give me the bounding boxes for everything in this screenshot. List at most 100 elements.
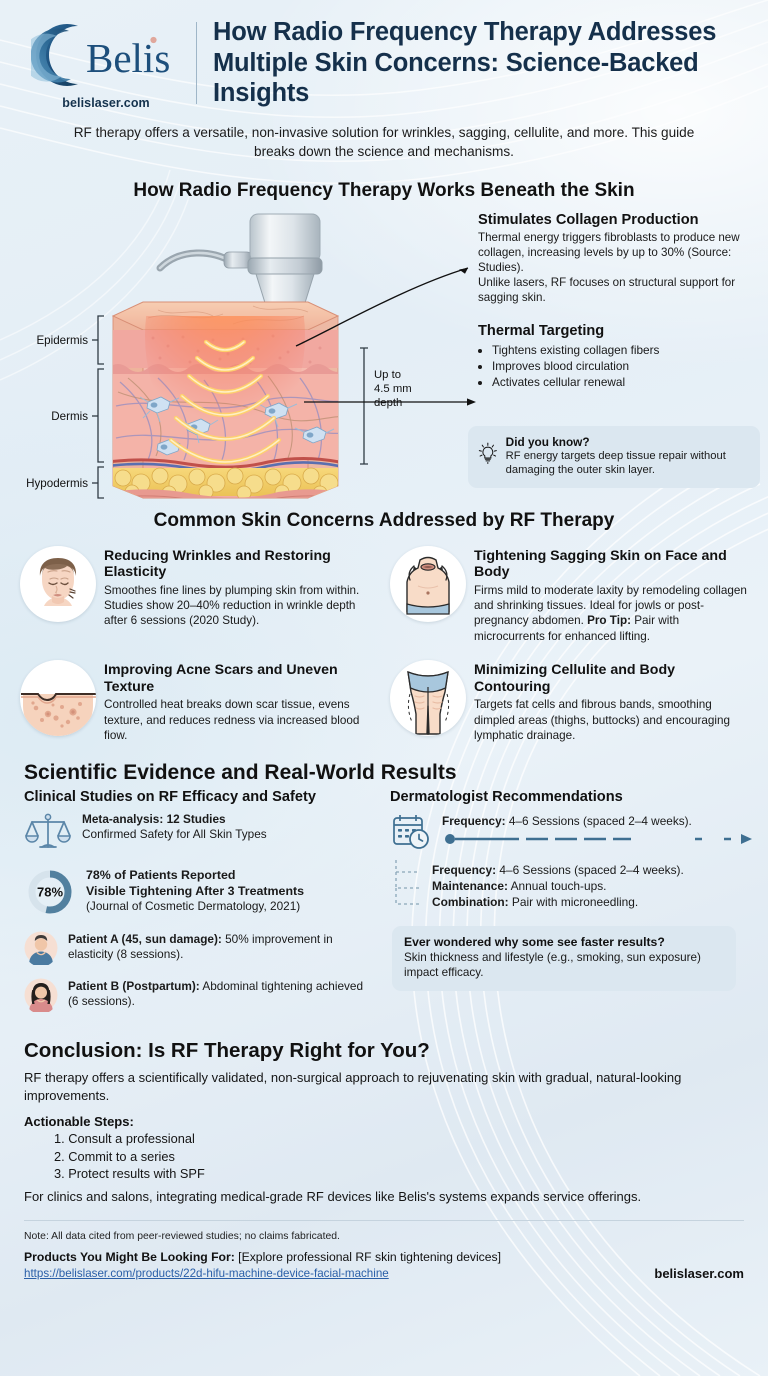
recommendation-item: Combination: Pair with microneedling. xyxy=(432,894,684,910)
footer-divider xyxy=(24,1220,744,1222)
layer-label-epidermis: Epidermis xyxy=(36,334,88,347)
clinical-studies-column: Clinical Studies on RF Efficacy and Safe… xyxy=(24,789,374,1025)
study-bold-line-2: Visible Tightening After 3 Treatments xyxy=(86,884,305,899)
callout-collagen: Stimulates Collagen Production Thermal e… xyxy=(478,212,760,305)
study-bold-label: Meta-analysis: 12 Studies xyxy=(82,811,226,826)
product-link[interactable]: https://belislaser.com/products/22d-hifu… xyxy=(24,1267,389,1281)
recommendation-item: Maintenance: Annual touch-ups. xyxy=(432,878,684,894)
recommendation-label: Combination: xyxy=(432,895,509,910)
did-you-know-callout: Did you know? RF energy targets deep tis… xyxy=(468,425,760,488)
conclusion-section: Conclusion: Is RF Therapy Right for You?… xyxy=(0,1025,768,1206)
ever-wondered-title: Ever wondered why some see faster result… xyxy=(404,934,665,949)
mechanism-heading: How Radio Frequency Therapy Works Beneat… xyxy=(133,179,635,201)
conclusion-closing: For clinics and salons, integrating medi… xyxy=(24,1189,642,1205)
study-text: Confirmed Safety for All Skin Types xyxy=(82,827,267,842)
concern-body: Controlled heat breaks down scar tissue,… xyxy=(104,698,360,742)
concern-title: Improving Acne Scars and Uneven Texture xyxy=(104,661,338,695)
brand-logo[interactable]: Belis belislaser.com xyxy=(22,16,190,110)
products-label: Products You Might Be Looking For: xyxy=(24,1250,235,1265)
concerns-grid: Reducing Wrinkles and Restoring Elastici… xyxy=(0,534,768,753)
list-item: Improves blood circulation xyxy=(492,358,760,374)
dermatologist-recommendations-column: Dermatologist Recommendations xyxy=(390,788,752,1025)
avatar-male-icon xyxy=(24,931,58,970)
lightbulb-icon xyxy=(478,442,497,464)
acne-scar-skin-icon xyxy=(20,659,96,736)
layer-label-hypodermis: Hypodermis xyxy=(26,477,88,490)
recommendation-text: Annual touch-ups. xyxy=(507,879,607,894)
study-row-patient-a: Patient A (45, sun damage): 50% improvem… xyxy=(24,931,374,970)
concern-card-cellulite: Minimizing Cellulite and Body Contouring… xyxy=(386,654,752,753)
step-item: 3. Protect results with SPF xyxy=(54,1166,205,1182)
concern-card-sagging: Tightening Sagging Skin on Face and Body… xyxy=(386,540,752,654)
recommendation-label: Maintenance: xyxy=(432,879,508,894)
concern-body: Firms mild to moderate laxity by remodel… xyxy=(474,583,750,644)
concern-body: Targets fat cells and fibrous bands, smo… xyxy=(474,698,730,742)
mechanism-section: Epidermis Dermis Hypodermis Up to 4.5 mm… xyxy=(0,204,768,504)
page-footer: Products You Might Be Looking For: [Expl… xyxy=(0,1242,768,1282)
avatar-female-icon xyxy=(24,978,58,1017)
callout-thermal-list: Tightens existing collagen fibers Improv… xyxy=(492,342,760,391)
recommendations-list: Frequency: 4–6 Sessions (spaced 2–4 week… xyxy=(432,860,684,916)
patient-text: Abdominal tightening achieved (6 session… xyxy=(68,978,364,1009)
cellulite-thighs-icon xyxy=(390,659,466,736)
ever-wondered-callout: Ever wondered why some see faster result… xyxy=(392,925,736,992)
callout-thermal-title: Thermal Targeting xyxy=(478,322,605,339)
face-wrinkles-icon xyxy=(20,545,96,622)
products-text: [Explore professional RF skin tightening… xyxy=(234,1250,502,1265)
timeline-caption-text: 4–6 Sessions (spaced 2–4 weeks). xyxy=(505,813,692,828)
layer-label-dermis: Dermis xyxy=(51,410,88,423)
concern-card-wrinkles: Reducing Wrinkles and Restoring Elastici… xyxy=(16,540,382,654)
svg-text:depth: depth xyxy=(374,397,402,409)
clinical-studies-title: Clinical Studies on RF Efficacy and Safe… xyxy=(24,788,316,805)
concern-title: Reducing Wrinkles and Restoring Elastici… xyxy=(104,547,331,581)
page-header: Belis belislaser.com How Radio Frequency… xyxy=(0,0,768,118)
pro-tip-label: Pro Tip: xyxy=(587,614,631,628)
study-source: (Journal of Cosmetic Dermatology, 2021) xyxy=(86,899,301,914)
patient-text: 50% improvement in elasticity (8 session… xyxy=(68,931,333,962)
brand-url: belislaser.com xyxy=(62,96,150,110)
recommendation-text: 4–6 Sessions (spaced 2–4 weeks). xyxy=(496,862,684,877)
concern-card-acne: Improving Acne Scars and Uneven Texture … xyxy=(16,654,382,753)
donut-value-label: 78% xyxy=(37,884,63,899)
did-you-know-body: RF energy targets deep tissue repair wit… xyxy=(505,449,726,477)
study-row-78-percent: 78% 78% of Patients Reported Visible Tig… xyxy=(24,866,374,923)
header-divider xyxy=(196,22,197,104)
list-item: Tightens existing collagen fibers xyxy=(492,342,760,358)
products-line: Products You Might Be Looking For: [Expl… xyxy=(24,1250,654,1264)
page-title: How Radio Frequency Therapy Addresses Mu… xyxy=(213,17,717,108)
ever-wondered-body: Skin thickness and lifestyle (e.g., smok… xyxy=(404,950,701,980)
svg-text:Belis: Belis xyxy=(86,35,170,81)
dermatologist-recommendations-title: Dermatologist Recommendations xyxy=(390,788,623,805)
concern-title: Minimizing Cellulite and Body Contouring xyxy=(474,661,675,695)
patient-label: Patient B (Postpartum): xyxy=(68,978,200,993)
donut-chart-icon: 78% xyxy=(24,866,76,923)
patient-label: Patient A (45, sun damage): xyxy=(68,931,222,946)
study-row-meta-analysis: Meta-analysis: 12 Studies Confirmed Safe… xyxy=(24,811,374,858)
list-item: Activates cellular renewal xyxy=(492,374,760,390)
page-subtitle: RF therapy offers a versatile, non-invas… xyxy=(73,125,695,159)
mechanism-callouts: Stimulates Collagen Production Thermal e… xyxy=(478,212,760,391)
skin-cross-section-diagram: Epidermis Dermis Hypodermis Up to 4.5 mm… xyxy=(26,213,476,499)
callout-collagen-title: Stimulates Collagen Production xyxy=(478,211,699,228)
callout-thermal: Thermal Targeting Tightens existing coll… xyxy=(478,323,760,391)
evidence-heading: Scientific Evidence and Real-World Resul… xyxy=(24,760,457,784)
timeline-caption: Frequency: 4–6 Sessions (spaced 2–4 week… xyxy=(442,813,760,829)
recommendation-item: Frequency: 4–6 Sessions (spaced 2–4 week… xyxy=(432,862,684,878)
scales-of-justice-icon xyxy=(24,811,72,858)
sessions-timeline-arrow xyxy=(445,834,752,845)
concern-body: Smoothes fine lines by plumping skin fro… xyxy=(104,584,360,628)
study-row-patient-b: Patient B (Postpartum): Abdominal tighte… xyxy=(24,978,374,1017)
concerns-heading: Common Skin Concerns Addressed by RF The… xyxy=(153,509,615,531)
conclusion-heading: Conclusion: Is RF Therapy Right for You? xyxy=(24,1038,430,1062)
callout-collagen-body: Thermal energy triggers fibroblasts to p… xyxy=(478,230,740,304)
step-item: 1. Consult a professional xyxy=(54,1131,195,1147)
footer-note: Note: All data cited from peer-reviewed … xyxy=(24,1231,340,1243)
svg-text:Up to: Up to xyxy=(374,369,401,381)
actionable-steps-title: Actionable Steps: xyxy=(24,1114,134,1130)
svg-text:4.5 mm: 4.5 mm xyxy=(374,383,412,395)
recommendation-label: Frequency: xyxy=(432,862,497,877)
evidence-section: Scientific Evidence and Real-World Resul… xyxy=(0,753,768,1025)
calendar-clock-icon xyxy=(390,811,432,858)
conclusion-body: RF therapy offers a scientifically valid… xyxy=(24,1069,682,1103)
footer-brand-url: belislaser.com xyxy=(654,1266,744,1282)
